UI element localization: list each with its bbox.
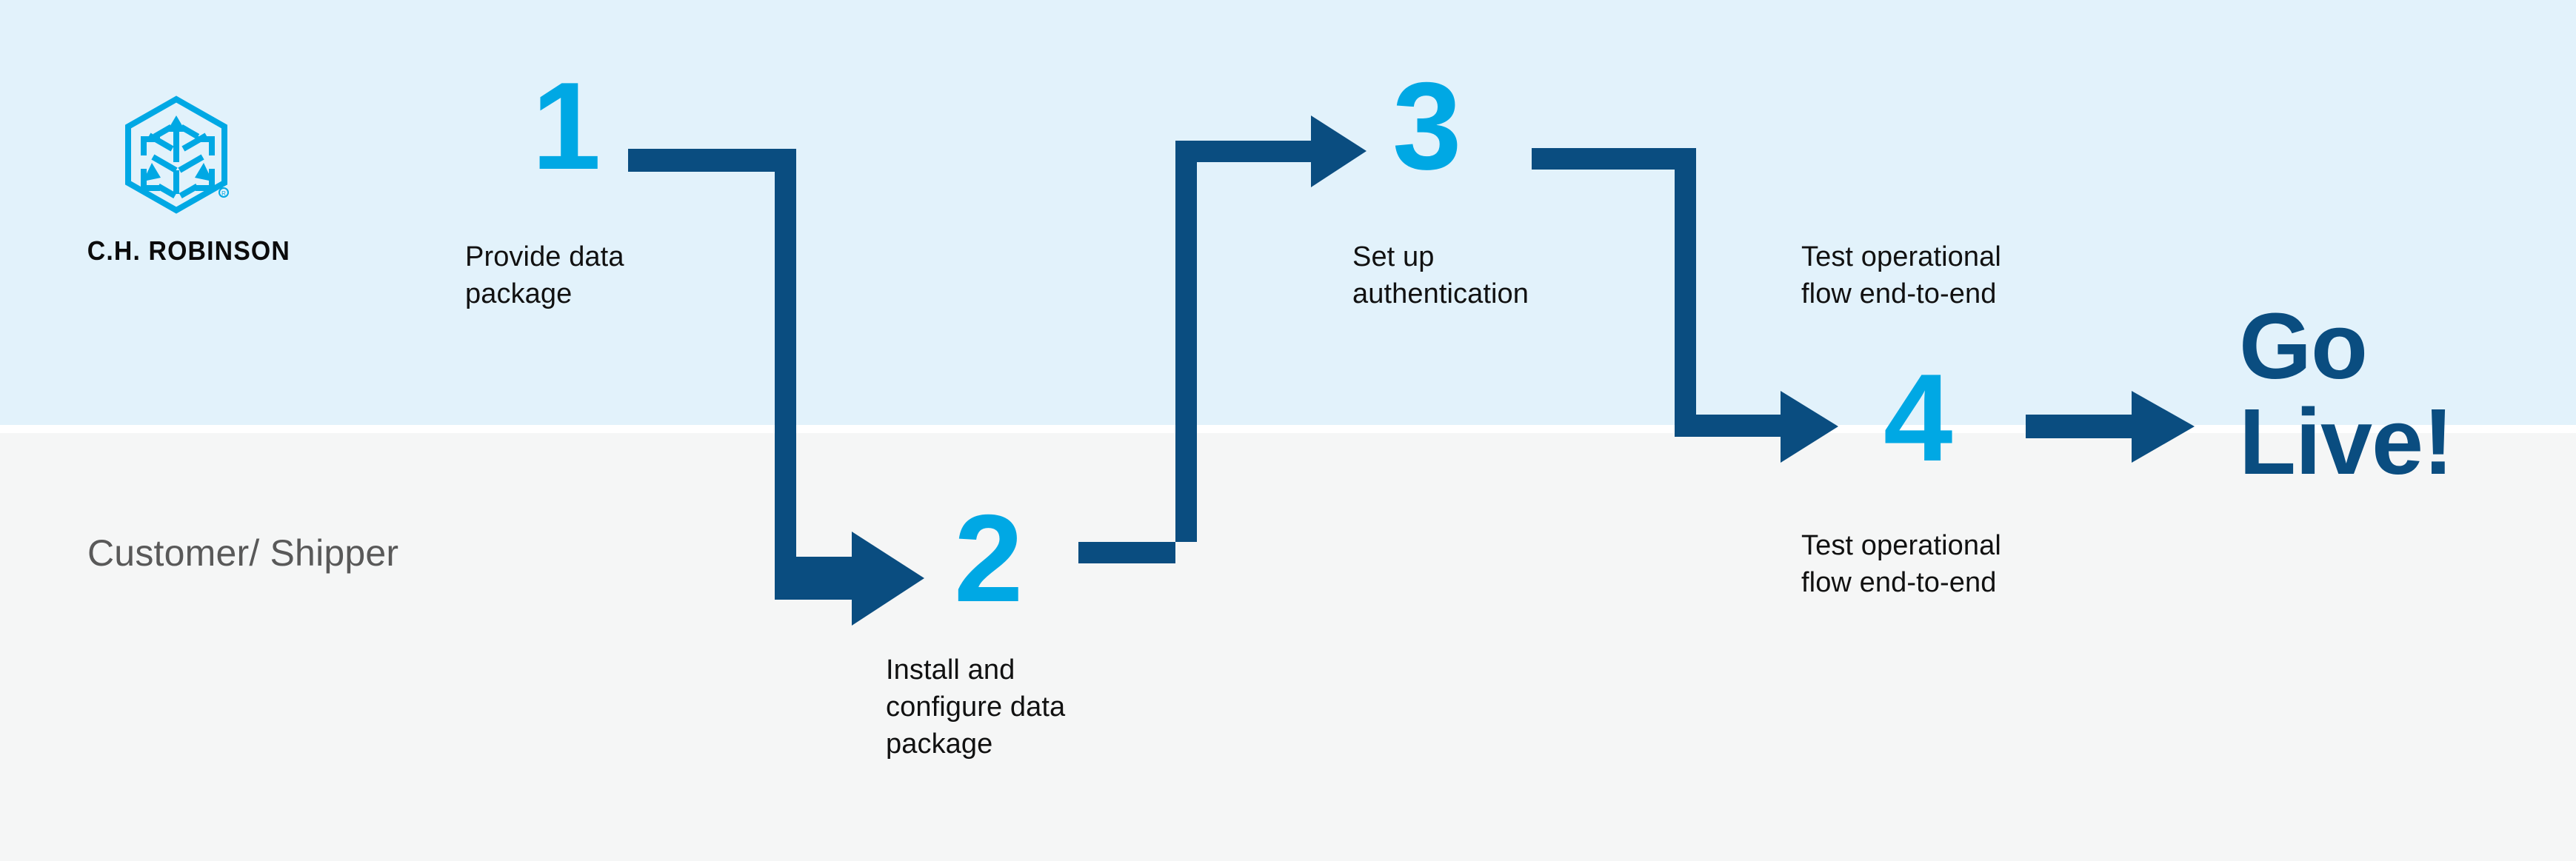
connector-step3-to-step4 [1532, 148, 1838, 463]
step-caption-4-above: Test operational flow end-to-end [1801, 241, 2001, 310]
step-number-1: 1 [532, 56, 601, 195]
step-caption-2: Install and configure data package [886, 654, 1066, 760]
swimlane-label-customer-shipper: Customer/ Shipper [87, 532, 399, 574]
connector-step2-to-step3 [1078, 115, 1367, 563]
connector-step1-to-step2 [628, 149, 924, 626]
step-number-2: 2 [954, 489, 1023, 628]
step-caption-1: Provide data package [465, 241, 624, 310]
connector-step4-to-golive [2026, 391, 2195, 463]
step-caption-3: Set up authentication [1352, 241, 1529, 310]
brand-wordmark: C.H. ROBINSON [87, 235, 290, 266]
hexagon-cube-arrows-icon: R [125, 96, 229, 214]
brand-logo: R C.H. ROBINSON [81, 95, 290, 267]
step-number-4: 4 [1883, 348, 1952, 487]
outcome-go-live: Go Live! [2239, 294, 2454, 494]
step-number-3: 3 [1392, 56, 1461, 195]
step-caption-4-below: Test operational flow end-to-end [1801, 530, 2001, 599]
swimlane-band-ch-robinson [0, 0, 2576, 425]
swimlane-band-customer-shipper [0, 433, 2576, 861]
svg-text:R: R [221, 190, 226, 197]
